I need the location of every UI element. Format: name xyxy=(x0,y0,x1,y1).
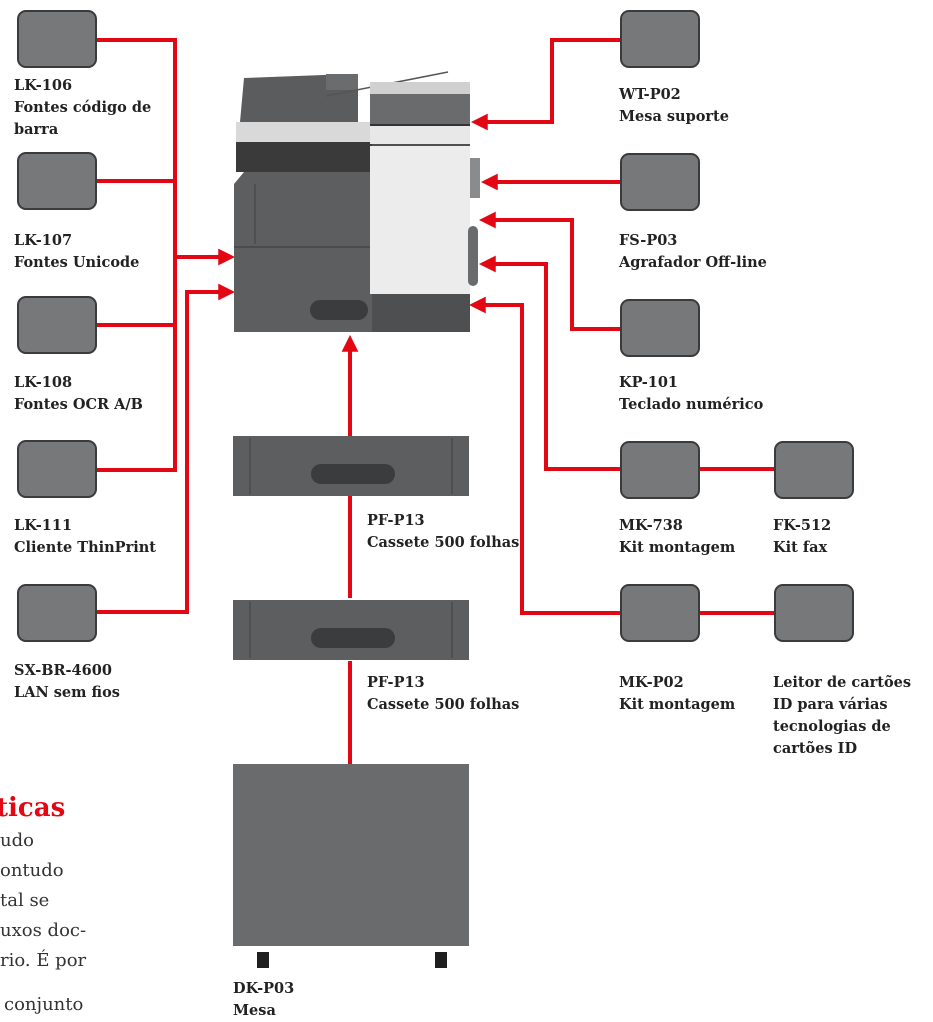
label-kp101: KP-101 Teclado numérico xyxy=(619,374,764,413)
body-line-1: udo xyxy=(0,830,34,851)
label-fk512: FK-512 Kit fax xyxy=(773,517,832,556)
section-heading: ticas xyxy=(0,793,66,823)
label-lk111: LK-111 Cliente ThinPrint xyxy=(14,517,156,556)
accessory-box-sxbr4600 xyxy=(17,584,97,642)
body-line-4: uxos doc- xyxy=(0,920,87,941)
paper-cassette-1 xyxy=(233,436,469,496)
body-line-5: rio. É por xyxy=(0,950,87,971)
label-card-reader: Leitor de cartões ID para várias tecnolo… xyxy=(773,674,912,757)
label-fsp03: FS-P03 Agrafador Off-line xyxy=(619,232,767,271)
label-pfp13-1: PF-P13 Cassete 500 folhas xyxy=(367,512,520,551)
label-mkp02: MK-P02 Kit montagem xyxy=(619,674,736,713)
label-wtp02: WT-P02 Mesa suporte xyxy=(619,86,729,125)
accessory-box-lk106 xyxy=(17,10,97,68)
label-dkp03: DK-P03 Mesa xyxy=(233,980,295,1019)
accessory-box-card-reader xyxy=(774,584,854,642)
label-mk738: MK-738 Kit montagem xyxy=(619,517,736,556)
accessory-box-lk107 xyxy=(17,152,97,210)
label-lk107: LK-107 Fontes Unicode xyxy=(14,232,140,271)
accessory-box-wtp02 xyxy=(620,10,700,68)
accessory-box-fk512 xyxy=(774,441,854,499)
desk-cabinet xyxy=(233,764,469,968)
mfp-device xyxy=(234,71,480,332)
accessory-box-fsp03 xyxy=(620,153,700,211)
accessory-box-kp101 xyxy=(620,299,700,357)
label-lk106: LK-106 Fontes código de barra xyxy=(14,77,152,138)
body-line-3: tal se xyxy=(0,890,50,911)
paper-cassette-2 xyxy=(233,600,469,660)
body-line-6: conjunto xyxy=(4,994,84,1015)
body-line-2: ontudo xyxy=(0,860,64,881)
label-lk108: LK-108 Fontes OCR A/B xyxy=(14,374,143,413)
label-pfp13-2: PF-P13 Cassete 500 folhas xyxy=(367,674,520,713)
accessory-box-lk108 xyxy=(17,296,97,354)
accessory-box-mkp02 xyxy=(620,584,700,642)
label-sxbr4600: SX-BR-4600 LAN sem fios xyxy=(14,662,120,701)
accessory-box-lk111 xyxy=(17,440,97,498)
accessory-box-mk738 xyxy=(620,441,700,499)
